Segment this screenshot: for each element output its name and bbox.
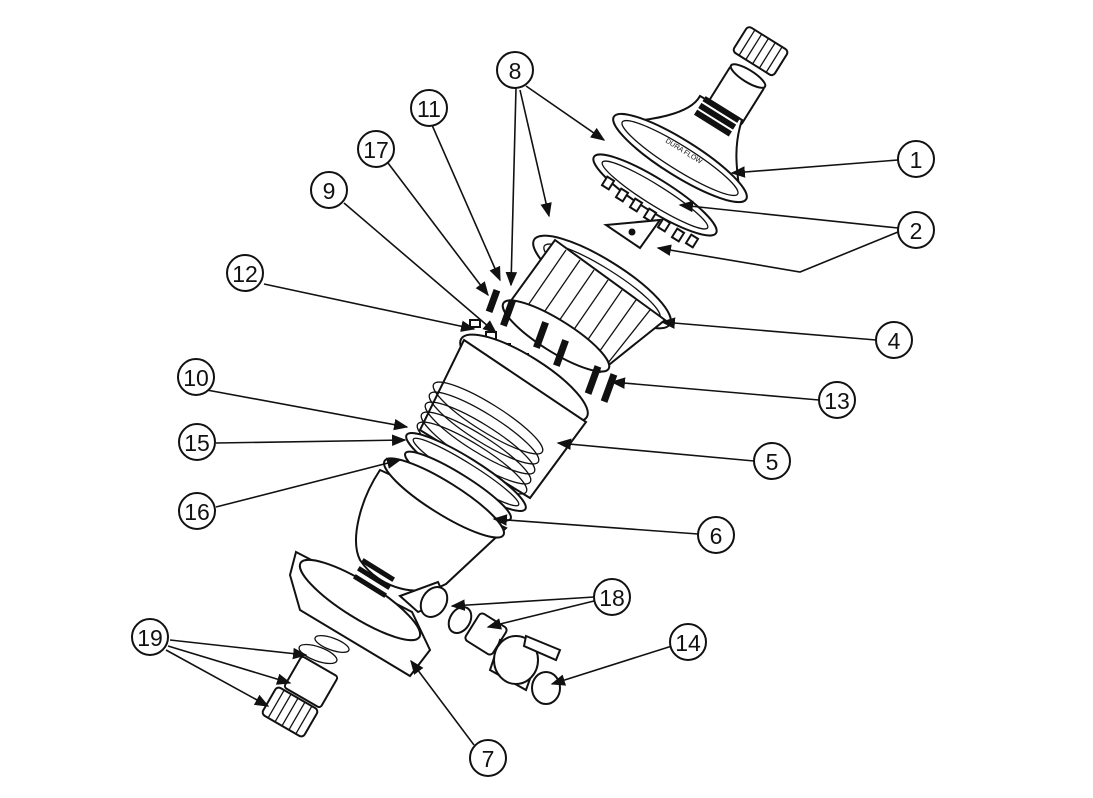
callout-16: 16 <box>178 492 216 530</box>
diffuser-teeth <box>600 175 700 249</box>
callout-11: 11 <box>410 89 448 127</box>
callout-5: 5 <box>753 442 791 480</box>
svg-text:17: 17 <box>363 137 389 163</box>
part-top-cap-housing: DURA FLOW <box>612 26 789 204</box>
callout-9: 9 <box>310 171 348 209</box>
callout-4: 4 <box>875 321 913 359</box>
svg-text:15: 15 <box>184 430 210 456</box>
leader-lines <box>165 85 899 746</box>
valve-body <box>488 634 562 705</box>
svg-text:1: 1 <box>910 147 923 173</box>
svg-text:11: 11 <box>417 96 441 122</box>
part-bottom-union <box>261 635 350 738</box>
part-bowl <box>355 457 508 592</box>
svg-text:19: 19 <box>137 625 163 651</box>
svg-text:16: 16 <box>184 499 210 525</box>
svg-text:6: 6 <box>710 523 723 549</box>
part-diffuser <box>592 153 718 250</box>
svg-text:8: 8 <box>509 58 522 84</box>
svg-text:10: 10 <box>183 365 209 391</box>
svg-text:12: 12 <box>232 261 258 287</box>
part-tank-body <box>416 333 589 500</box>
svg-text:9: 9 <box>323 178 336 204</box>
part-valve-assembly <box>419 586 562 705</box>
callout-13: 13 <box>818 381 856 419</box>
top-union-nut <box>732 26 789 77</box>
callout-2: 2 <box>897 211 935 249</box>
svg-text:7: 7 <box>482 746 495 772</box>
svg-text:4: 4 <box>888 328 901 354</box>
part-base <box>288 550 448 678</box>
svg-text:2: 2 <box>910 218 923 244</box>
callout-8: 8 <box>496 51 534 89</box>
callout-15: 15 <box>178 423 216 461</box>
callout-19: 19 <box>131 618 169 656</box>
base-thread-stub <box>352 558 396 598</box>
svg-text:13: 13 <box>824 388 850 414</box>
svg-text:5: 5 <box>766 449 779 475</box>
callout-12: 12 <box>226 254 264 292</box>
callout-7: 7 <box>469 739 507 777</box>
top-threads <box>693 96 741 137</box>
part-orings <box>404 432 527 522</box>
callout-14: 14 <box>669 623 707 661</box>
svg-text:18: 18 <box>599 585 625 611</box>
part-filter-cartridge <box>501 234 672 374</box>
callout-6: 6 <box>697 516 735 554</box>
svg-text:14: 14 <box>675 630 701 656</box>
callout-1: 1 <box>897 140 935 178</box>
callout-17: 17 <box>357 130 395 168</box>
callout-18: 18 <box>593 578 631 616</box>
callout-10: 10 <box>177 358 215 396</box>
